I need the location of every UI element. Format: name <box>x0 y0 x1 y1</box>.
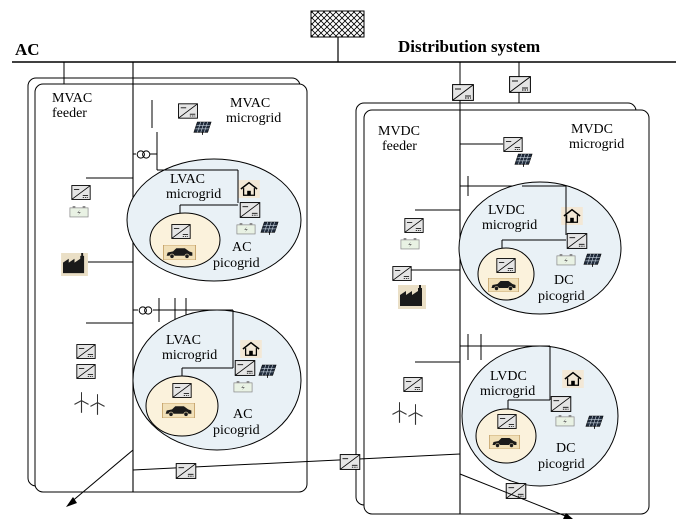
battery-icon <box>236 222 256 235</box>
car-icon <box>488 435 521 449</box>
mvdc-microgrid-label: MVDC microgrid <box>569 122 624 152</box>
battery-icon <box>233 380 253 393</box>
lvac-microgrid-label: LVAC microgrid <box>166 172 221 202</box>
car-icon <box>161 403 196 418</box>
mvdc-feeder-label: MVDC feeder <box>378 124 424 154</box>
converter-icon <box>339 454 361 470</box>
converter-icon <box>509 76 531 93</box>
lvac-microgrid-label: LVAC microgrid <box>162 333 217 363</box>
ac-output-arrow <box>66 497 77 507</box>
mvac-microgrid-label: MVAC microgrid <box>226 96 281 126</box>
converter-icon <box>392 266 412 281</box>
mvac-feeder-label: MVAC feeder <box>52 91 96 121</box>
dc-output-arrow <box>563 513 573 519</box>
converter-icon <box>76 344 96 359</box>
converter-icon <box>566 233 588 249</box>
dc-picogrid-label: DC picogrid <box>538 441 585 472</box>
house-icon <box>238 180 260 198</box>
battery-icon <box>69 205 89 218</box>
dc-picogrid-label: DC picogrid <box>538 273 585 304</box>
converter-icon <box>178 103 198 119</box>
converter-icon <box>403 377 423 392</box>
battery-icon <box>555 414 575 427</box>
converter-icon <box>71 185 91 200</box>
lvdc-microgrid-label: LVDC microgrid <box>482 203 537 233</box>
house-icon <box>240 340 262 358</box>
ac-label: AC <box>15 40 40 59</box>
converter-icon <box>172 383 192 398</box>
converter-icon <box>404 218 424 233</box>
battery-icon <box>400 237 420 250</box>
ac-picogrid-label: AC picogrid <box>213 240 260 271</box>
house-icon <box>562 370 584 388</box>
converter-icon <box>452 84 474 101</box>
lvdc-microgrid-label: LVDC microgrid <box>480 369 535 399</box>
factory-icon <box>61 253 88 276</box>
converter-icon <box>175 463 197 479</box>
factory-icon <box>398 285 426 309</box>
converter-icon <box>503 137 523 152</box>
car-icon <box>162 245 197 260</box>
dc-picogrid-area <box>477 247 535 301</box>
converter-icon <box>171 224 191 239</box>
converter-icon <box>239 202 261 218</box>
car-icon <box>487 278 520 292</box>
ac-picogrid-label: AC picogrid <box>213 407 260 438</box>
converter-icon <box>496 258 516 273</box>
converter-icon <box>76 364 96 379</box>
battery-icon <box>556 253 576 266</box>
grid-source-icon <box>310 10 365 38</box>
converter-icon <box>234 360 256 376</box>
house-icon <box>561 207 583 225</box>
converter-icon <box>497 414 517 429</box>
converter-icon <box>550 396 572 412</box>
distribution-system-label: Distribution system <box>398 37 540 56</box>
